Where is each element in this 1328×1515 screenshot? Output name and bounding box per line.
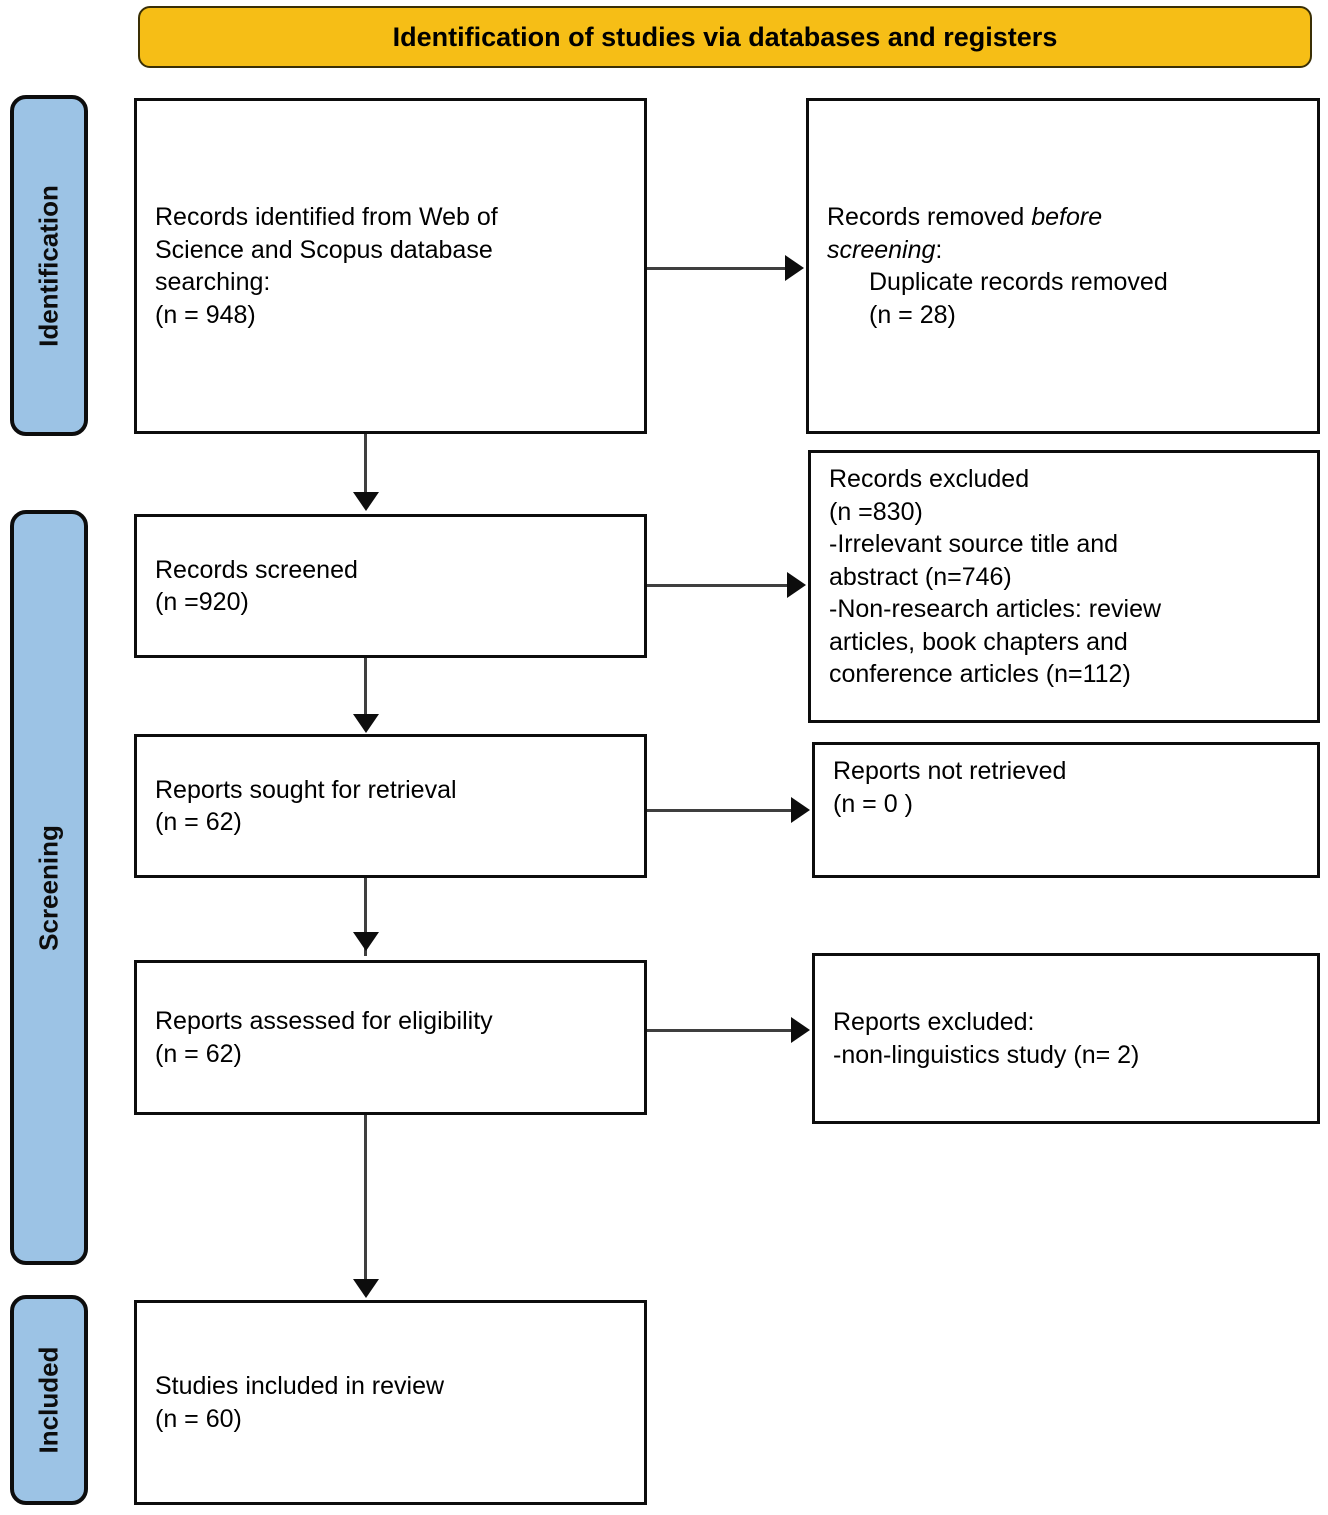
reports-not-retrieved-line1: Reports not retrieved xyxy=(833,757,1067,785)
box-reports-assessed-text: Reports assessed for eligibility (n = 62) xyxy=(137,1005,644,1070)
box-reports-sought: Reports sought for retrieval (n = 62) xyxy=(134,734,647,878)
records-identified-line3: searching: xyxy=(155,268,271,296)
arrowhead-assessed-to-reports-excluded xyxy=(791,1017,810,1043)
stage-label-included: Included xyxy=(33,1346,64,1454)
reports-sought-line1: Reports sought for retrieval xyxy=(155,775,457,804)
records-removed-line2a: : xyxy=(935,235,943,264)
arrowhead-assessed-to-included xyxy=(353,1279,379,1298)
box-reports-not-retrieved: Reports not retrieved (n = 0 ) xyxy=(812,742,1320,878)
box-studies-included-text: Studies included in review (n = 60) xyxy=(137,1370,644,1435)
arrowhead-screened-to-excluded xyxy=(787,572,806,598)
records-identified-line4: (n = 948) xyxy=(155,300,256,329)
box-records-removed: Records removed before screening: Duplicat… xyxy=(806,98,1320,434)
arrowhead-identified-to-removed xyxy=(785,255,804,281)
box-reports-assessed: Reports assessed for eligibility (n = 62) xyxy=(134,960,647,1115)
box-reports-excluded-text: Reports excluded: -non-linguistics study … xyxy=(815,1006,1317,1071)
stage-label-screening: Screening xyxy=(33,824,64,951)
banner-title: Identification of studies via databases … xyxy=(392,21,1058,52)
reports-sought-line2: (n = 62) xyxy=(155,808,242,836)
records-screened-line2: (n =920) xyxy=(155,588,249,616)
box-records-excluded-text: Records excluded (n =830) -Irrelevant sour… xyxy=(811,453,1317,691)
connector-screened-to-sought xyxy=(364,658,367,718)
box-records-excluded: Records excluded (n =830) -Irrelevant sour… xyxy=(808,450,1320,723)
box-records-identified-text: Records identified from Web of Science an… xyxy=(137,201,644,331)
box-records-removed-text: Records removed before screening: Duplicat… xyxy=(809,201,1317,331)
connector-assessed-to-included xyxy=(364,1115,367,1283)
reports-assessed-line1: Reports assessed for eligibility xyxy=(155,1007,493,1035)
records-removed-line1a: Records removed xyxy=(827,203,1032,231)
connector-assessed-to-reports-excluded xyxy=(647,1029,793,1032)
box-reports-excluded: Reports excluded: -non-linguistics study … xyxy=(812,953,1320,1124)
connector-sought-to-not-retrieved xyxy=(647,809,793,812)
records-excluded-line1: Records excluded xyxy=(829,465,1030,493)
box-studies-included: Studies included in review (n = 60) xyxy=(134,1300,647,1505)
stage-bar-screening: Screening xyxy=(10,510,88,1265)
box-reports-not-retrieved-text: Reports not retrieved (n = 0 ) xyxy=(815,745,1317,820)
studies-included-line2: (n = 60) xyxy=(155,1404,242,1433)
arrowhead-sought-to-not-retrieved xyxy=(791,797,810,823)
box-records-screened-text: Records screened (n =920) xyxy=(137,554,644,619)
connector-screened-to-excluded xyxy=(647,584,789,587)
records-removed-line1b: before xyxy=(1031,203,1103,231)
records-removed-line4: (n = 28) xyxy=(869,300,956,329)
records-excluded-line5: -Non-research articles: review xyxy=(829,595,1162,623)
records-removed-line2b: screening xyxy=(827,235,936,264)
arrowhead-identified-to-screened xyxy=(353,492,379,511)
reports-excluded-line2: -non-linguistics study (n= 2) xyxy=(833,1040,1140,1069)
arrowhead-screened-to-sought xyxy=(353,714,379,733)
records-excluded-line7: conference articles (n=112) xyxy=(829,660,1131,688)
diagram-banner: Identification of studies via databases … xyxy=(138,6,1312,68)
box-records-screened: Records screened (n =920) xyxy=(134,514,647,658)
records-excluded-line6: articles, book chapters and xyxy=(829,627,1128,656)
box-records-identified: Records identified from Web of Science an… xyxy=(134,98,647,434)
records-excluded-line4: abstract (n=746) xyxy=(829,562,1012,591)
records-identified-line1: Records identified from Web of xyxy=(155,203,498,231)
connector-identified-to-screened xyxy=(364,434,367,496)
arrowhead-sought-to-assessed xyxy=(353,932,379,951)
connector-sought-to-assessed xyxy=(364,878,367,956)
records-excluded-line2: (n =830) xyxy=(829,497,923,526)
studies-included-line1: Studies included in review xyxy=(155,1372,445,1400)
connector-identified-to-removed xyxy=(647,267,787,270)
reports-not-retrieved-line2: (n = 0 ) xyxy=(833,789,913,818)
stage-bar-included: Included xyxy=(10,1295,88,1505)
records-screened-line1: Records screened xyxy=(155,555,358,584)
stage-label-identification: Identification xyxy=(33,184,64,347)
records-identified-line2: Science and Scopus database xyxy=(155,235,493,264)
reports-excluded-line1: Reports excluded: xyxy=(833,1008,1035,1036)
box-reports-sought-text: Reports sought for retrieval (n = 62) xyxy=(137,774,644,839)
records-removed-line3: Duplicate records removed xyxy=(869,268,1168,296)
reports-assessed-line2: (n = 62) xyxy=(155,1039,242,1068)
records-excluded-line3: -Irrelevant source title and xyxy=(829,530,1119,558)
stage-bar-identification: Identification xyxy=(10,95,88,436)
